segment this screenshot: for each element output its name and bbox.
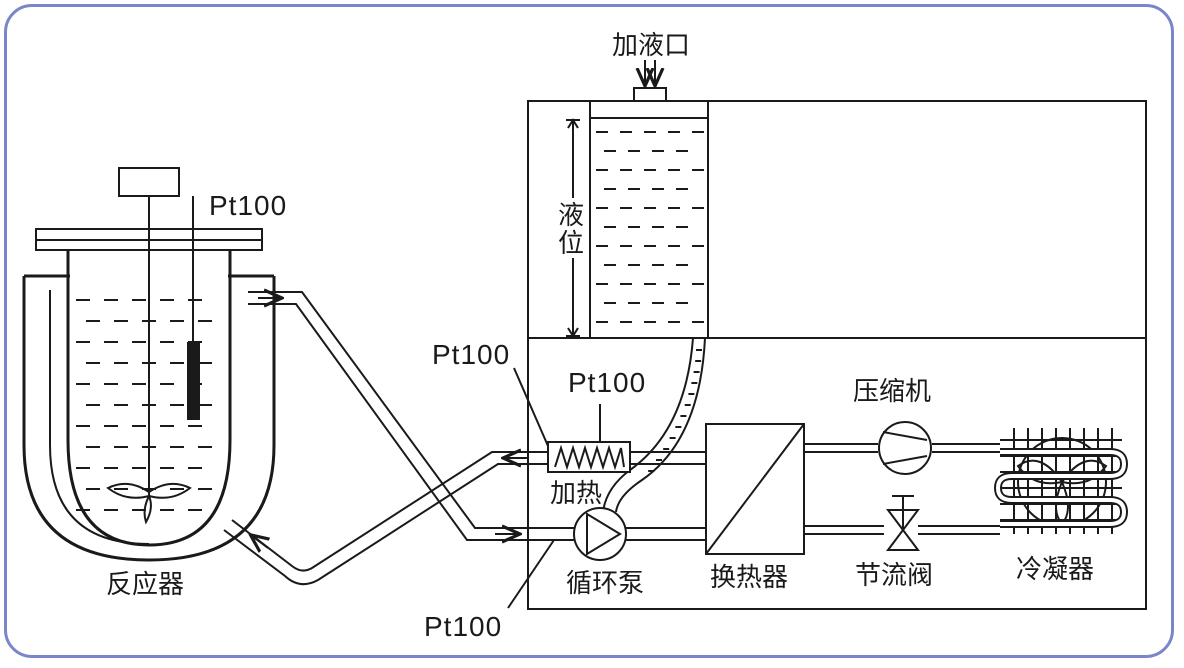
liquid-level-label-1: 液 [558, 201, 584, 231]
heater: Pt100 加热 [547, 367, 646, 509]
throttle-valve-label: 节流阀 [855, 561, 933, 591]
heater-label: 加热 [550, 479, 602, 509]
compressor-label: 压缩机 [853, 377, 931, 407]
reactor: Pt100 反应器 [22, 167, 287, 600]
diagram-frame [4, 4, 1174, 658]
reactor-label: 反应器 [106, 570, 184, 600]
outlet-pt100-label: Pt100 [432, 339, 510, 370]
stirrer-icon [106, 482, 192, 525]
liquid-level-label-2: 位 [558, 229, 584, 259]
pump: 循环泵 [520, 507, 706, 599]
condenser-label: 冷凝器 [1016, 555, 1094, 585]
reactor-liquid [76, 299, 212, 511]
reservoir-liquid [596, 131, 704, 323]
throttle-valve-icon [886, 509, 920, 551]
compressor: 压缩机 [853, 377, 932, 475]
thermostat-unit: 加液口 液 位 Pt100 加热 Pt100 [424, 31, 1147, 642]
reactor-jacket [22, 276, 276, 562]
pump-label: 循环泵 [566, 569, 644, 599]
heat-exchanger: 换热器 [705, 423, 805, 593]
condenser-coil-icon [993, 428, 1129, 534]
stirrer-motor [118, 167, 180, 197]
compressor-icon [878, 421, 932, 475]
throttle-valve: 节流阀 [855, 495, 933, 591]
heat-exchanger-label: 换热器 [710, 563, 788, 593]
fill-port [633, 87, 667, 101]
condenser: 冷凝器 [993, 428, 1129, 585]
return-pt100-label: Pt100 [424, 611, 502, 642]
connecting-pipes [223, 292, 548, 586]
reactor-pt100-label: Pt100 [209, 190, 287, 221]
heater-pt100-label: Pt100 [568, 367, 646, 398]
reactor-temperature-probe [187, 342, 200, 420]
reservoir-tank [589, 100, 709, 339]
fill-port-label: 加液口 [612, 31, 690, 61]
